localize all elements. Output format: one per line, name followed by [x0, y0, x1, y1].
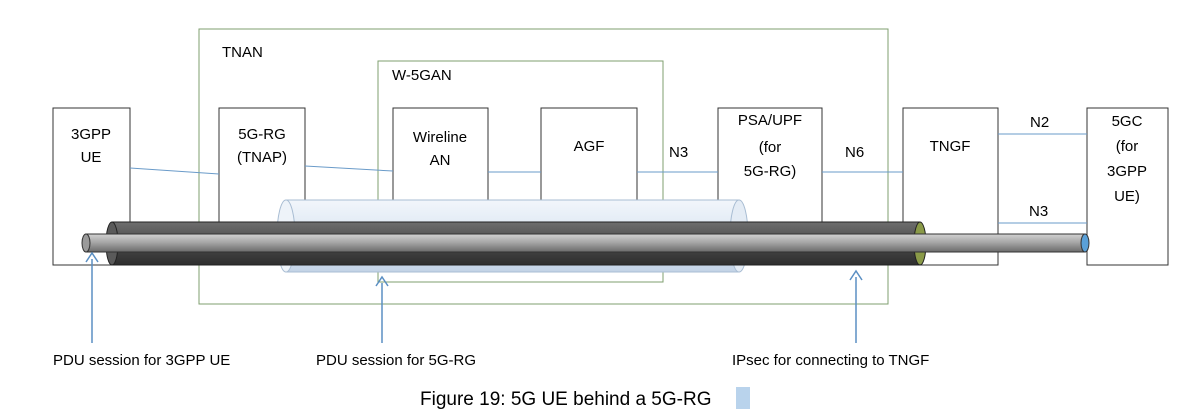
svg-text:TNGF: TNGF — [930, 138, 971, 155]
svg-text:5GC: 5GC — [1112, 113, 1143, 130]
upf-node-label: PSA/UPF (for 5G-RG) — [738, 112, 802, 180]
5gc-node-label: 5GC (for 3GPP UE) — [1107, 113, 1147, 205]
svg-text:AN: AN — [430, 152, 451, 169]
n6-label: N6 — [845, 144, 864, 161]
svg-text:3GPP: 3GPP — [71, 126, 111, 143]
wireline-an-node-label: Wireline AN — [413, 129, 467, 169]
svg-text:(for: (for — [759, 139, 782, 156]
arrow-ipsec — [849, 269, 863, 343]
svg-text:UE: UE — [81, 149, 102, 166]
5gc-node-box — [1086, 107, 1169, 266]
rg-node-label: 5G-RG (TNAP) — [237, 126, 287, 166]
pdu-session-5g-rg-label: PDU session for 5G-RG — [316, 352, 476, 369]
link-rg-wan — [304, 165, 394, 172]
tngf-node-label: TNGF — [930, 138, 971, 155]
svg-text:3GPP: 3GPP — [1107, 163, 1147, 180]
pdu-session-3gpp-ue-tunnel — [81, 233, 1090, 253]
svg-text:5G-RG): 5G-RG) — [744, 163, 797, 180]
svg-text:AGF: AGF — [574, 138, 605, 155]
ipsec-label: IPsec for connecting to TNGF — [732, 352, 929, 369]
agf-node-label: AGF — [574, 138, 605, 155]
pdu-session-3gpp-ue-label: PDU session for 3GPP UE — [53, 352, 230, 369]
w5gan-label: W-5GAN — [392, 67, 452, 84]
n2-label: N2 — [1030, 114, 1049, 131]
svg-text:(TNAP): (TNAP) — [237, 149, 287, 166]
arrow-pdu-5g-rg — [375, 275, 389, 343]
tnan-label: TNAN — [222, 44, 263, 61]
svg-text:PSA/UPF: PSA/UPF — [738, 112, 802, 129]
link-ue-rg — [129, 167, 220, 175]
tnan-region — [198, 28, 889, 305]
ue-node-label: 3GPP UE — [71, 126, 111, 166]
n3-agf-upf-label: N3 — [669, 144, 688, 161]
arrow-pdu-3gpp-ue — [85, 251, 99, 343]
n3-tngf-5gc-label: N3 — [1029, 203, 1048, 220]
caption-highlight — [736, 387, 750, 409]
svg-text:5G-RG: 5G-RG — [238, 126, 286, 143]
svg-text:UE): UE) — [1114, 188, 1140, 205]
svg-text:Wireline: Wireline — [413, 129, 467, 146]
figure-caption: Figure 19: 5G UE behind a 5G-RG — [420, 389, 711, 410]
svg-text:(for: (for — [1116, 138, 1139, 155]
